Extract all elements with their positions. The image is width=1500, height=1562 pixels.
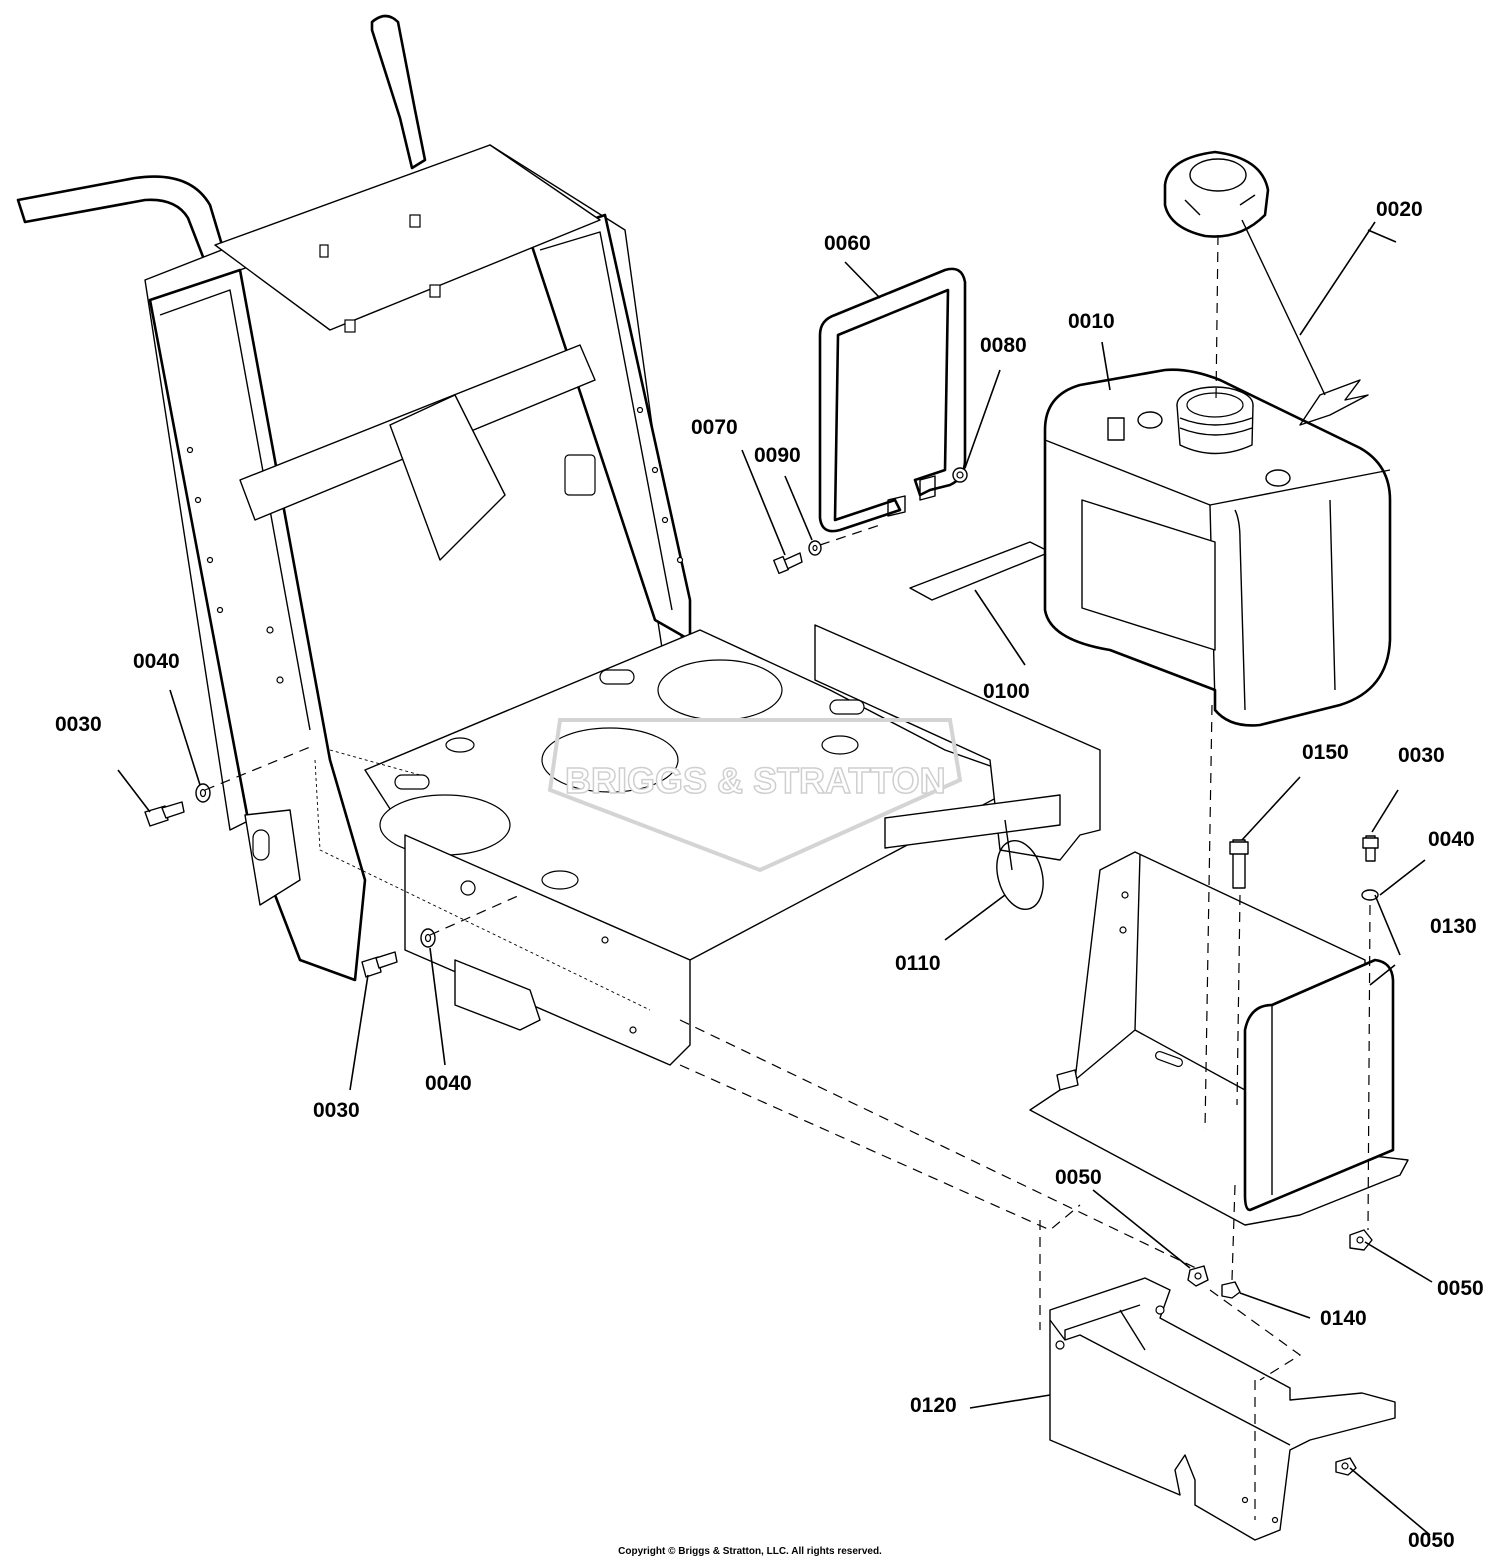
label-0030-right: 0030 bbox=[1398, 744, 1445, 767]
frame-holes bbox=[186, 406, 684, 684]
part-0010-fuel-tank bbox=[1043, 368, 1392, 727]
part-0030-bolt-bottom bbox=[361, 951, 398, 978]
brand-watermark: BRIGGS & STRATTON bbox=[547, 718, 963, 873]
right-handle-bar bbox=[370, 14, 427, 170]
part-labels: 0010 0020 0030 0030 0030 0040 0040 0040 … bbox=[55, 198, 1484, 1552]
deck-strap bbox=[884, 794, 1061, 849]
part-0020-fuel-cap bbox=[1163, 150, 1369, 426]
part-0030-bolt-left bbox=[144, 801, 185, 827]
label-0130: 0130 bbox=[1430, 915, 1477, 938]
label-0030-bottom: 0030 bbox=[313, 1099, 360, 1122]
part-0040-washer-bottom bbox=[420, 928, 436, 948]
part-0120-lower-bracket bbox=[1049, 1277, 1396, 1541]
label-0110: 0110 bbox=[895, 952, 941, 975]
part-0050-nut-right bbox=[1349, 1229, 1373, 1251]
part-0100-pad bbox=[909, 541, 1051, 601]
cap-alignment-line bbox=[1215, 234, 1219, 401]
seat-support bbox=[389, 394, 506, 561]
part-0150-bolt bbox=[1229, 839, 1249, 889]
leader-lines bbox=[117, 221, 1433, 1536]
label-0050-bottom: 0050 bbox=[1408, 1529, 1455, 1552]
part-0040-washer-left bbox=[195, 783, 211, 803]
part-0030-bolt-right bbox=[1362, 835, 1379, 862]
label-0050-right: 0050 bbox=[1437, 1277, 1484, 1300]
watermark-text: BRIGGS & STRATTON bbox=[565, 760, 946, 801]
hitch-bracket bbox=[454, 959, 541, 1031]
part-0140-nut bbox=[1221, 1281, 1241, 1299]
label-0060: 0060 bbox=[824, 232, 871, 255]
label-0040-left: 0040 bbox=[133, 650, 180, 673]
label-0050-mid: 0050 bbox=[1055, 1166, 1102, 1189]
label-0090: 0090 bbox=[754, 444, 801, 467]
label-0040-right: 0040 bbox=[1428, 828, 1475, 851]
label-0020: 0020 bbox=[1376, 198, 1423, 221]
label-0080: 0080 bbox=[980, 334, 1027, 357]
label-0150: 0150 bbox=[1302, 741, 1349, 764]
label-0030-left: 0030 bbox=[55, 713, 102, 736]
label-0040-bottom: 0040 bbox=[425, 1072, 472, 1095]
label-0070: 0070 bbox=[691, 416, 738, 439]
front-bumper bbox=[404, 834, 691, 1066]
top-panel bbox=[214, 144, 601, 331]
part-0130-tank-bracket bbox=[1029, 851, 1409, 1226]
part-0040-washer-right bbox=[1361, 889, 1379, 901]
part-0110-cable-tie bbox=[996, 819, 1044, 910]
part-0090-washer bbox=[808, 540, 822, 556]
left-handle-bar bbox=[16, 175, 227, 264]
part-0070-bolt bbox=[773, 552, 803, 575]
part-0060-tank-strap bbox=[818, 267, 967, 533]
label-0010: 0010 bbox=[1068, 310, 1115, 333]
part-0080-nut bbox=[952, 467, 968, 483]
part-0050-nut-mid bbox=[1187, 1265, 1209, 1287]
mower-frame bbox=[16, 14, 1101, 1066]
copyright-notice: Copyright © Briggs & Stratton, LLC. All … bbox=[618, 1546, 882, 1557]
part-0050-nut-bottom bbox=[1335, 1457, 1357, 1476]
label-0120: 0120 bbox=[910, 1394, 957, 1417]
assembly-lines bbox=[204, 704, 1371, 1520]
label-0140: 0140 bbox=[1320, 1307, 1367, 1330]
label-0100: 0100 bbox=[983, 680, 1030, 703]
